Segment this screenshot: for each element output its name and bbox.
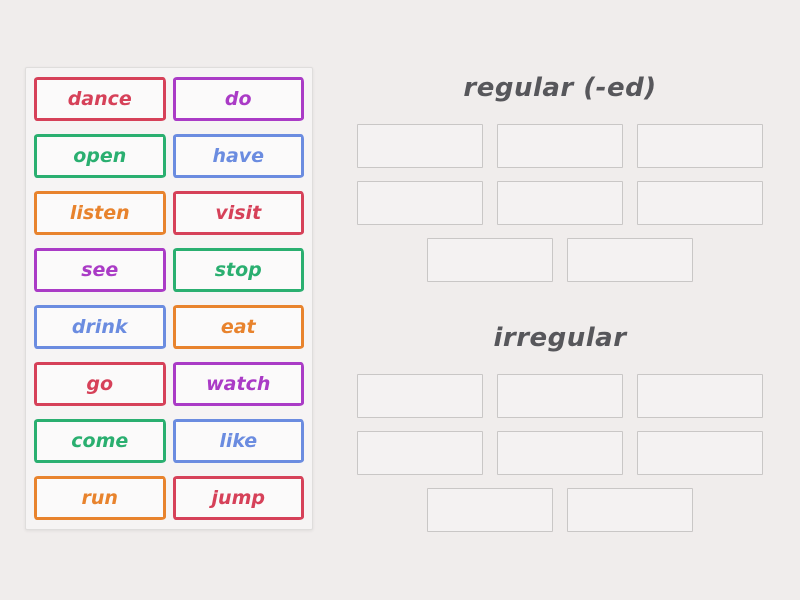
group-title-irregular: irregular <box>493 323 627 353</box>
word-card-label: drink <box>71 316 128 338</box>
word-card-like[interactable]: like <box>172 419 304 463</box>
drop-slot[interactable] <box>637 374 763 418</box>
drop-slot[interactable] <box>357 181 483 225</box>
word-card-visit[interactable]: visit <box>172 191 304 235</box>
word-card-label: come <box>71 430 129 452</box>
group-slots-regular <box>352 124 768 282</box>
group-regular-ed: regular (-ed) <box>352 68 768 282</box>
drop-slot[interactable] <box>637 431 763 475</box>
word-card-come[interactable]: come <box>34 419 166 463</box>
word-card-label: listen <box>69 202 130 224</box>
word-card-do[interactable]: do <box>172 77 304 121</box>
drop-slot[interactable] <box>497 181 623 225</box>
drop-slot[interactable] <box>357 124 483 168</box>
word-card-go[interactable]: go <box>34 362 166 406</box>
drop-slot[interactable] <box>497 124 623 168</box>
word-card-label: watch <box>206 373 271 395</box>
word-card-label: eat <box>220 316 256 338</box>
word-card-watch[interactable]: watch <box>172 362 304 406</box>
word-card-label: visit <box>215 202 262 224</box>
word-card-label: do <box>224 88 252 110</box>
word-card-see[interactable]: see <box>34 248 166 292</box>
word-card-drink[interactable]: drink <box>34 305 166 349</box>
group-title-regular: regular (-ed) <box>463 73 657 103</box>
drop-slot[interactable] <box>427 238 553 282</box>
word-card-label: like <box>219 430 258 452</box>
word-card-jump[interactable]: jump <box>172 476 304 520</box>
drop-slot[interactable] <box>567 488 693 532</box>
word-card-label: stop <box>214 259 262 281</box>
drop-slot[interactable] <box>637 181 763 225</box>
drop-slot[interactable] <box>357 374 483 418</box>
word-card-label: dance <box>67 88 132 110</box>
drop-slot[interactable] <box>567 238 693 282</box>
word-card-label: go <box>86 373 114 395</box>
group-slots-irregular <box>352 374 768 532</box>
word-card-open[interactable]: open <box>34 134 166 178</box>
word-card-label: open <box>73 145 127 167</box>
word-card-stop[interactable]: stop <box>172 248 304 292</box>
drop-slot[interactable] <box>497 431 623 475</box>
word-card-label: run <box>81 487 118 509</box>
drop-slot[interactable] <box>357 431 483 475</box>
word-card-listen[interactable]: listen <box>34 191 166 235</box>
word-card-label: see <box>81 259 119 281</box>
drop-slot[interactable] <box>497 374 623 418</box>
group-irregular: irregular <box>352 318 768 532</box>
drop-slot[interactable] <box>427 488 553 532</box>
word-card-eat[interactable]: eat <box>172 305 304 349</box>
word-card-have[interactable]: have <box>172 134 304 178</box>
word-card-label: have <box>212 145 265 167</box>
word-card-run[interactable]: run <box>34 476 166 520</box>
word-bank-panel: dance do open have listen visit see stop drink ea… <box>25 67 313 530</box>
word-card-label: jump <box>211 487 265 509</box>
word-card-dance[interactable]: dance <box>34 77 166 121</box>
drop-slot[interactable] <box>637 124 763 168</box>
